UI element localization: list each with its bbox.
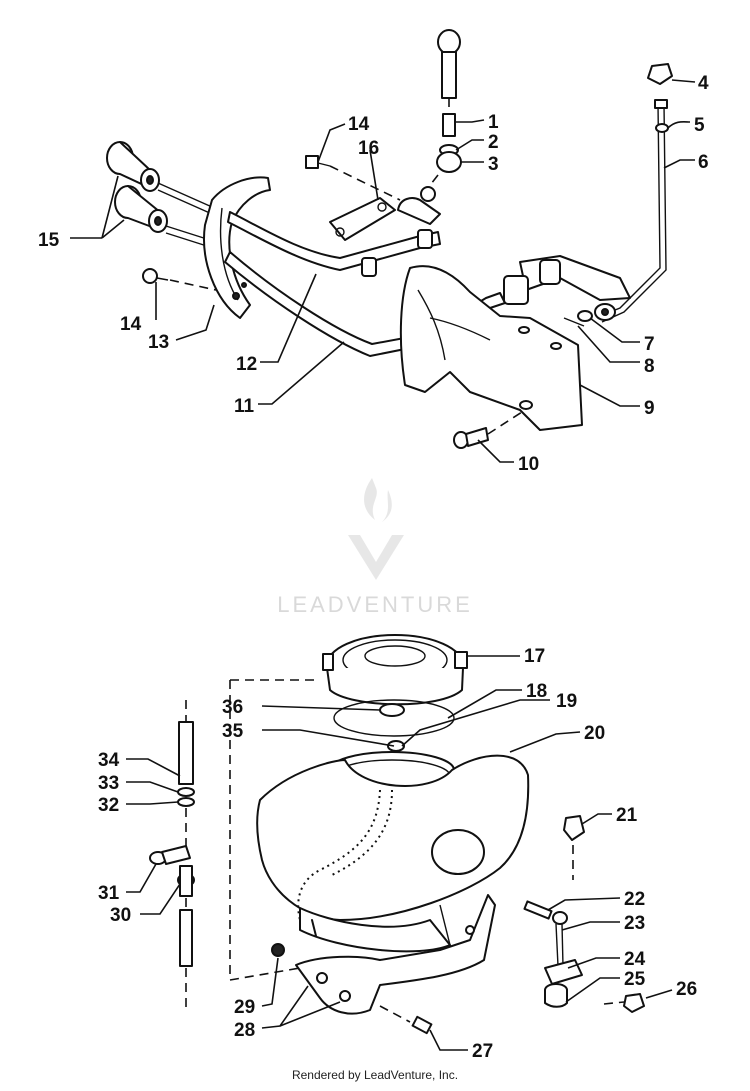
left-dash-frame-bottom [229,967,301,981]
callout-7: 7 [644,334,655,355]
callout-leaders [70,79,696,1051]
part-18-gasket [333,699,455,737]
part-35-clip [387,740,405,752]
callout-4: 4 [698,73,709,94]
part-5-collar [655,123,669,133]
callout-10: 10 [518,454,539,475]
callout-15: 15 [38,230,60,251]
callout-29: 29 [234,997,255,1018]
callout-19: 19 [556,691,577,712]
callout-26: 26 [676,979,697,1000]
upper-control-assembly [106,29,673,449]
part-6-rod [503,99,668,323]
callout-3: 3 [488,154,499,175]
part-32-washer [177,797,195,807]
callout-31: 31 [98,883,120,904]
callout-35: 35 [222,721,244,742]
callout-36: 36 [222,697,243,718]
callout-25: 25 [624,969,646,990]
part-15-knobs [106,141,213,248]
part-34-rod [178,700,194,785]
callout-34: 34 [98,750,120,771]
callout-8: 8 [644,356,655,377]
lower-hopper-assembly [149,634,645,1035]
part-14-screw-top [305,155,401,201]
callout-13: 13 [148,332,169,353]
part-7-washer [577,310,593,322]
part-20-hopper [256,751,530,953]
callout-16: 16 [358,138,379,159]
callout-27: 27 [472,1041,493,1062]
callout-22: 22 [624,889,645,910]
part-16-link [329,197,441,241]
part-9-bracket [399,265,583,431]
callout-14-bottom: 14 [120,314,142,335]
callout-1: 1 [488,112,499,133]
callout-23: 23 [624,913,645,934]
callout-18: 18 [526,681,547,702]
callout-6: 6 [698,152,709,173]
callout-labels: 1 2 3 4 5 6 7 8 9 10 11 12 13 14 14 15 1… [38,73,709,1062]
part-26-nut [603,993,645,1013]
part-31-crank [149,845,191,865]
part-17-lid [322,634,468,706]
part-25-bushing [544,983,568,1008]
part-22-pin [523,900,553,920]
rod-collar [361,257,377,277]
part-29-nut [271,943,285,957]
part-23-lever [552,911,568,967]
small-ball [420,186,436,202]
part-8-pin [563,317,585,327]
watermark-text: LEADVENTURE [277,592,473,617]
part-21-fitting [563,815,585,841]
part-36-agitator [379,703,405,717]
ball-joint-dash-line [419,174,439,199]
callout-12: 12 [236,354,257,375]
part-13-quadrant-plate [203,176,271,319]
callout-2: 2 [488,132,499,153]
callout-33: 33 [98,773,119,794]
callout-5: 5 [694,115,705,136]
part-1-3-ball-joint [436,29,462,173]
callout-24: 24 [624,949,646,970]
callout-21: 21 [616,805,638,826]
callout-30: 30 [110,905,131,926]
callout-28: 28 [234,1020,255,1041]
callout-32: 32 [98,795,119,816]
callout-9: 9 [644,398,655,419]
footer-credit: Rendered by LeadVenture, Inc. [291,1068,459,1082]
part-27-bolt [379,1005,433,1035]
leadventure-watermark-logo [348,478,404,580]
part-14-screw-bottom [142,268,217,291]
callout-20: 20 [584,723,605,744]
part-30-shaft [177,865,195,1010]
part-4-nut [647,63,673,85]
part-12-control-rod [227,211,441,271]
part-28-frame [295,894,496,1015]
part-24-plate [544,959,583,985]
callout-17: 17 [524,646,545,667]
rod-collar-2 [417,229,433,249]
part-33-washer [177,787,195,797]
callout-14-top: 14 [348,114,370,135]
callout-11: 11 [234,396,255,417]
part-10-bolt [453,411,523,449]
